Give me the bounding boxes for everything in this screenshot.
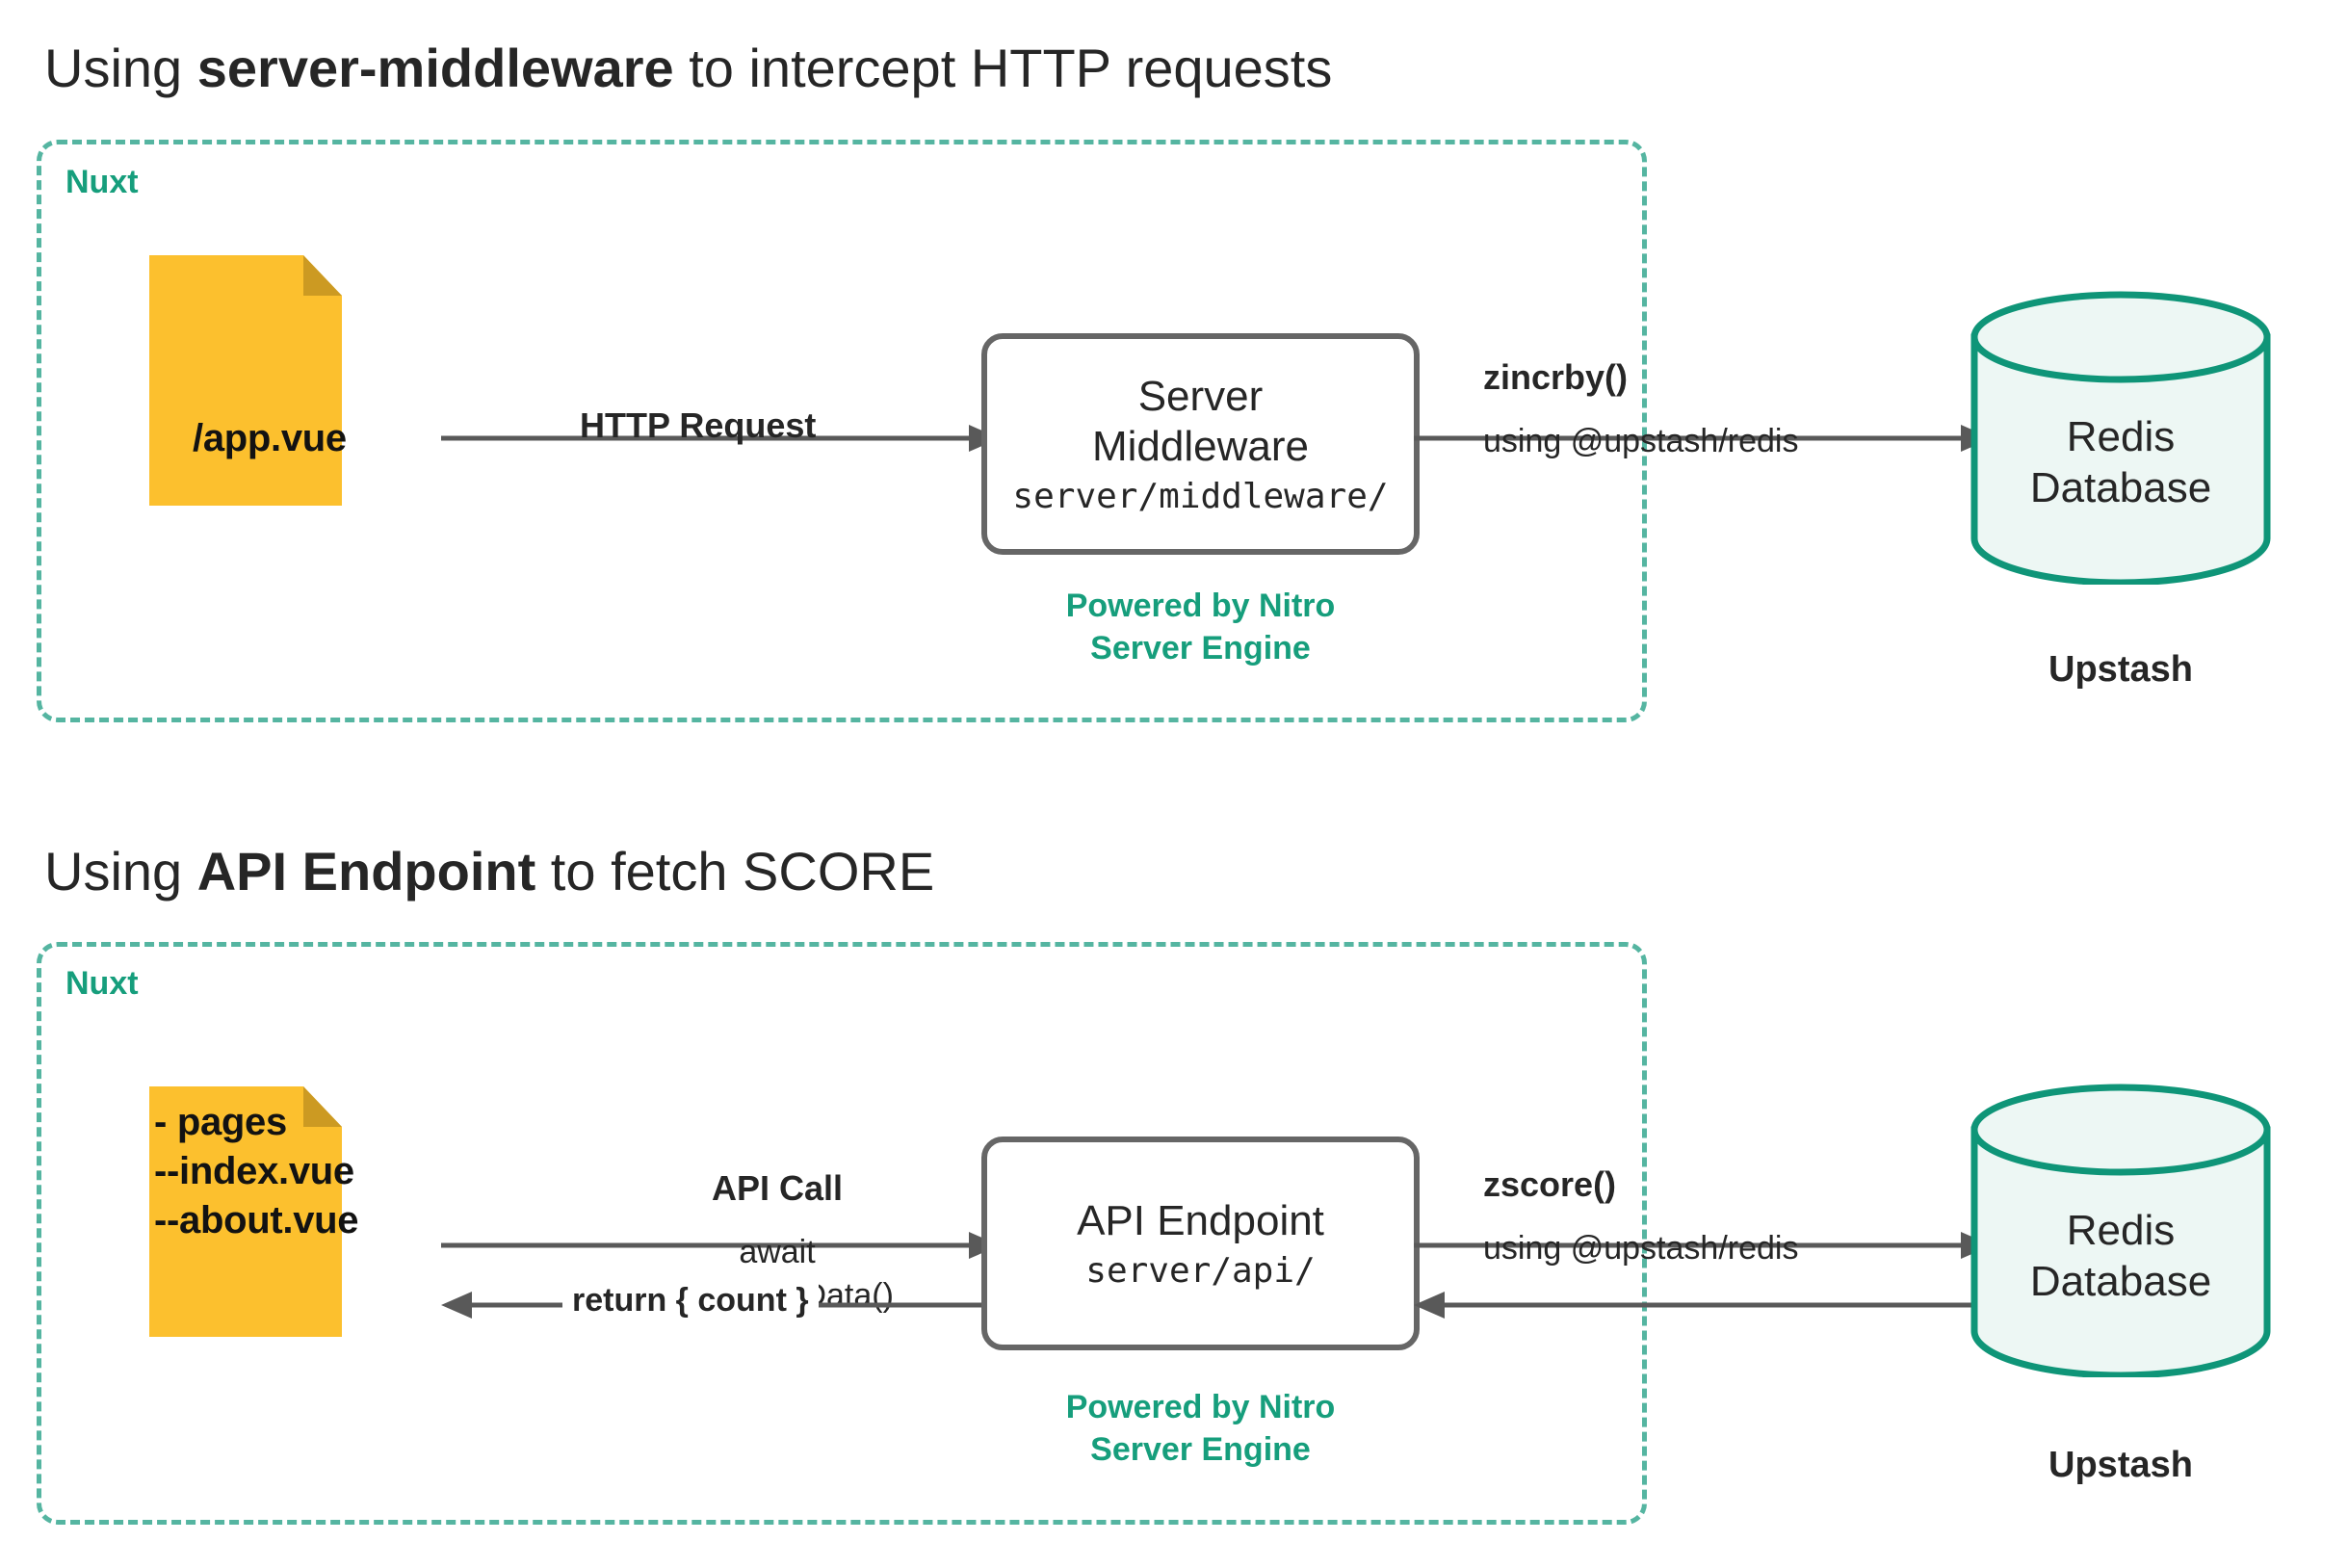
powered-by-nitro-label-2: Powered by Nitro Server Engine	[1065, 1389, 1336, 1468]
powered-by-nitro-label-1: Powered by Nitro Server Engine	[1065, 588, 1336, 666]
nuxt-label-2: Nuxt	[65, 965, 139, 1002]
server-middleware-path: server/middleware/	[1012, 477, 1389, 517]
arrow-zscore-label: zscore() using @upstash/redis	[1483, 1142, 1798, 1270]
arrow-zscore-label-bold: zscore()	[1483, 1163, 1617, 1204]
arrow-api-call-label-bold: API Call	[711, 1167, 844, 1208]
title-2-prefix: Using	[44, 841, 197, 902]
file-document-app-vue	[149, 255, 342, 506]
upstash-label-2: Upstash	[2048, 1445, 2193, 1485]
redis-database-label-1: Redis Database	[2029, 413, 2212, 511]
arrow-zincrby-label-regular: using @upstash/redis	[1483, 423, 1799, 460]
api-endpoint-box: API Endpoint server/api/	[981, 1137, 1420, 1350]
api-endpoint-title: API Endpoint	[1077, 1196, 1324, 1244]
arrow-zincrby-label-bold: zincrby()	[1483, 356, 1629, 397]
nuxt-label-1: Nuxt	[65, 164, 139, 200]
arrow-zscore-label-regular: using @upstash/redis	[1483, 1230, 1799, 1267]
file-document-app-vue-label: /app.vue	[193, 417, 347, 459]
title-1-prefix: Using	[44, 38, 197, 98]
server-middleware-title: Server Middleware	[1092, 372, 1309, 470]
arrow-http-request-label-bold: HTTP Request	[580, 405, 817, 445]
redis-database-cylinder-2	[1968, 1084, 2274, 1377]
title-1-suffix: to intercept HTTP requests	[673, 38, 1333, 98]
file-document-pages-label: - pages --index.vue --about.vue	[154, 1101, 359, 1242]
api-endpoint-path: server/api/	[1085, 1251, 1316, 1292]
section-2-title: Using API Endpoint to fetch SCORE	[44, 840, 934, 902]
arrow-zincrby-label: zincrby() using @upstash/redis	[1483, 335, 1798, 463]
title-2-suffix: to fetch SCORE	[535, 841, 935, 902]
nuxt-container-2	[37, 942, 1647, 1525]
arrow-http-request-label: HTTP Request	[580, 383, 816, 449]
redis-database-cylinder-1	[1968, 291, 2274, 585]
title-2-bold: API Endpoint	[196, 841, 536, 902]
title-1-bold: server-middleware	[196, 38, 674, 98]
server-middleware-box: Server Middleware server/middleware/	[981, 333, 1420, 555]
upstash-label-1: Upstash	[2048, 649, 2193, 690]
arrow-return-count-label: return { count }	[562, 1282, 819, 1320]
file-document-pages	[149, 1086, 342, 1337]
nuxt-container-1	[37, 140, 1647, 722]
redis-database-label-2: Redis Database	[2029, 1207, 2212, 1305]
arrow-database-response	[1414, 1291, 1992, 1320]
section-1-title: Using server-middleware to intercept HTT…	[44, 37, 1332, 99]
